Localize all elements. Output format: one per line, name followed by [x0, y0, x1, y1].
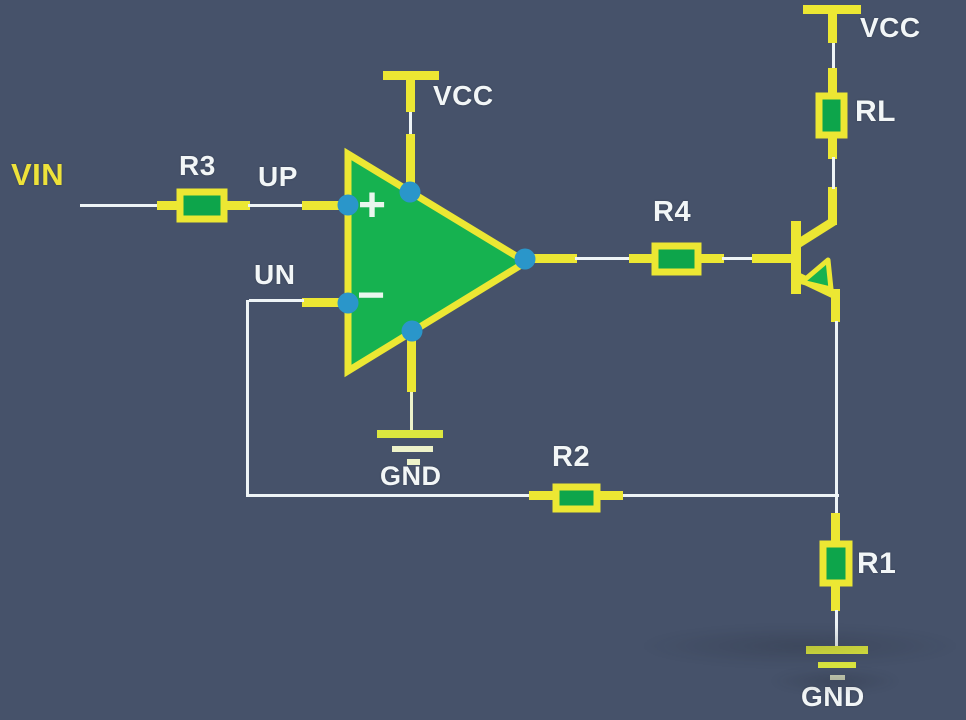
wire-feedback-un: [246, 298, 839, 497]
node-opamp-vcc: [399, 181, 421, 203]
vcc-rail-supply: [803, 5, 861, 94]
transistor-emitter-arrow: [799, 257, 834, 292]
label-rl: RL: [855, 95, 896, 128]
opamp-comparator: [344, 147, 533, 378]
node-noninverting-input: [337, 194, 359, 216]
label-up: UP: [258, 161, 298, 192]
label-un: UN: [254, 259, 296, 290]
transistor-collector: [793, 217, 837, 249]
node-inverting-input: [337, 292, 359, 314]
label-vcc-opamp: VCC: [433, 80, 494, 111]
opamp-minus-symbol: −: [357, 269, 386, 322]
node-opamp-gnd: [401, 320, 423, 342]
wire-opamp-output: [524, 254, 632, 263]
label-r3: R3: [179, 150, 216, 181]
label-r2: R2: [552, 441, 591, 473]
node-opamp-output: [514, 248, 536, 270]
gnd-symbol-supply: [806, 646, 868, 680]
opamp-plus-symbol: +: [358, 179, 387, 232]
resistor-r1: [819, 513, 853, 648]
label-vin: VIN: [11, 157, 65, 192]
label-r4: R4: [653, 196, 692, 228]
resistor-r2: [529, 483, 623, 513]
resistor-rl: [815, 92, 848, 189]
label-r1: R1: [857, 547, 897, 580]
label-vcc-supply: VCC: [860, 12, 921, 43]
transistor: [752, 187, 840, 516]
label-gnd-supply: GND: [801, 681, 865, 712]
gnd-symbol-opamp: [377, 331, 443, 465]
label-gnd-opamp: GND: [380, 461, 442, 491]
transistor-base-lead: [752, 254, 793, 263]
transistor-base-bar: [791, 221, 801, 294]
watermark-smudge: [640, 625, 960, 667]
watermark-smudge: [770, 668, 900, 694]
connection-nodes: [337, 181, 536, 342]
wire-vin-input: [80, 201, 348, 210]
resistor-r3: [176, 188, 228, 223]
resistor-r4: [629, 242, 755, 276]
vcc-rail-opamp: [383, 71, 439, 194]
